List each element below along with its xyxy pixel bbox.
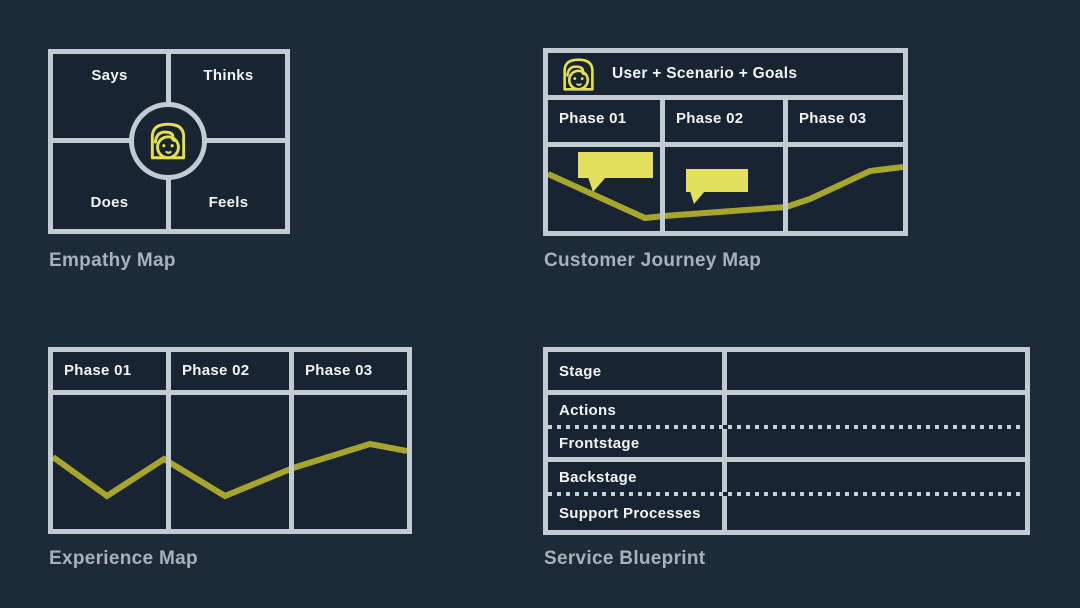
customer-journey-map-table: User + Scenario + Goals Phase 01 Phase 0… — [543, 48, 908, 236]
empathy-quadrant-does: Does — [90, 194, 129, 211]
blueprint-row-backstage: Backstage — [559, 468, 637, 486]
speech-bubble-icon — [686, 169, 748, 204]
journey-header-label: User + Scenario + Goals — [612, 65, 798, 82]
journey-emotion-line-chart — [548, 152, 903, 222]
journey-header-separator — [548, 95, 903, 100]
service-blueprint-caption: Service Blueprint — [544, 548, 706, 569]
experience-header-separator — [53, 390, 407, 395]
journey-column-divider-1 — [660, 100, 665, 231]
empathy-quadrant-says: Says — [91, 67, 128, 84]
service-blueprint-table: Stage Actions Frontstage Backstage Suppo… — [543, 347, 1030, 535]
experience-map-caption: Experience Map — [49, 548, 198, 569]
experience-emotion-line-chart — [53, 440, 407, 500]
blueprint-dotted-line-of-interaction — [548, 425, 1025, 429]
journey-phase-2: Phase 02 — [676, 110, 744, 127]
blueprint-row-frontstage: Frontstage — [559, 434, 640, 452]
blueprint-row-support-processes: Support Processes — [559, 504, 701, 522]
blueprint-column-divider — [722, 352, 727, 530]
journey-phase-separator — [548, 142, 903, 147]
blueprint-separator-1 — [548, 390, 1025, 395]
journey-column-divider-2 — [783, 100, 788, 231]
blueprint-row-stage: Stage — [559, 362, 602, 380]
journey-header-row: User + Scenario + Goals — [548, 53, 903, 95]
blueprint-dotted-line-of-visibility — [548, 492, 1025, 496]
empathy-map-caption: Empathy Map — [49, 250, 176, 271]
experience-column-divider-1 — [166, 352, 171, 529]
empathy-center-circle — [129, 102, 207, 180]
experience-map-table: Phase 01 Phase 02 Phase 03 — [48, 347, 412, 534]
experience-phase-2: Phase 02 — [182, 362, 250, 379]
blueprint-row-actions: Actions — [559, 401, 617, 419]
customer-journey-map-caption: Customer Journey Map — [544, 250, 762, 271]
journey-phase-3: Phase 03 — [799, 110, 867, 127]
experience-column-divider-2 — [289, 352, 294, 529]
empathy-quadrant-thinks: Thinks — [203, 67, 254, 84]
experience-phase-3: Phase 03 — [305, 362, 373, 379]
empathy-map-grid: Says Thinks Does Feels — [48, 49, 290, 234]
blueprint-separator-2 — [548, 457, 1025, 462]
empathy-quadrant-feels: Feels — [208, 194, 249, 211]
face-icon — [150, 122, 186, 160]
journey-phase-1: Phase 01 — [559, 110, 627, 127]
face-icon — [563, 57, 594, 91]
experience-phase-1: Phase 01 — [64, 362, 132, 379]
speech-bubble-icon — [578, 152, 653, 192]
